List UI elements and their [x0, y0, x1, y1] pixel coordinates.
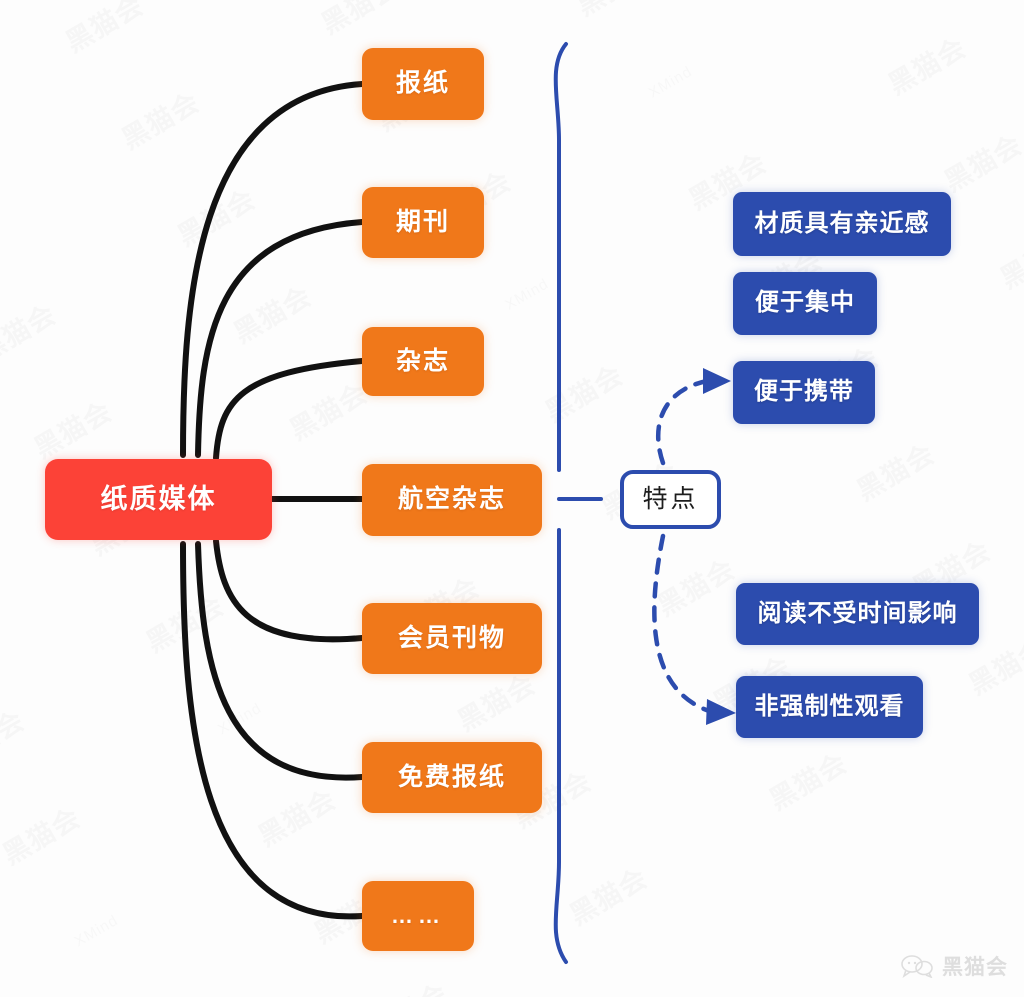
- feature-node-label: 非强制性观看: [754, 692, 905, 720]
- watermark-tile: XMind: [502, 275, 552, 314]
- media-node-label: 期刊: [395, 207, 450, 236]
- feature-node-label: 便于携带: [754, 378, 854, 406]
- watermark-tile: 黑猫会: [316, 0, 405, 40]
- feature-node-easy-carry[interactable]: 便于携带: [733, 361, 875, 424]
- media-node-label: 报纸: [395, 69, 450, 98]
- watermark-tile: 黑猫会: [253, 783, 342, 852]
- watermark-tile: 黑猫会: [60, 0, 149, 58]
- dashed-link-upper: [655, 378, 710, 466]
- watermark-tile: XMind: [215, 699, 265, 738]
- watermark-tile: 黑猫会: [0, 298, 62, 367]
- watermark-tile: 黑猫会: [939, 129, 1024, 198]
- watermark-tile: 黑猫会: [995, 226, 1024, 295]
- watermark-tile: 黑猫会: [0, 705, 30, 774]
- watermark-tile: 黑猫会: [116, 86, 205, 155]
- chat-bubbles-icon: [901, 955, 933, 978]
- media-node-newspaper[interactable]: 报纸: [362, 48, 484, 120]
- watermark-tile: 黑猫会: [228, 280, 317, 349]
- watermark-tile: 黑猫会: [652, 553, 741, 622]
- watermark-tile: 黑猫会: [883, 32, 972, 101]
- feature-node-label: 便于集中: [755, 289, 855, 317]
- watermark-tile: XMind: [71, 911, 122, 951]
- watermark-tile: 黑猫会: [106, 990, 198, 997]
- summary-node-characteristics[interactable]: 特点: [620, 470, 721, 529]
- watermark-tile: 黑猫会: [29, 395, 118, 464]
- media-node-inflight-magazine[interactable]: 航空杂志: [362, 464, 542, 536]
- media-node-free-newspaper[interactable]: 免费报纸: [362, 742, 542, 813]
- media-node-member-publication[interactable]: 会员刊物: [362, 603, 542, 674]
- corner-watermark: 黑猫会: [901, 951, 1008, 981]
- watermark-tile: 黑猫会: [569, 0, 661, 23]
- watermark-tile: 黑猫会: [141, 589, 230, 658]
- watermark-tile: 黑猫会: [0, 201, 6, 270]
- media-node-periodical[interactable]: 期刊: [362, 187, 484, 258]
- media-node-label: 杂志: [395, 346, 450, 375]
- watermark-tile: XMind: [645, 62, 696, 102]
- watermark-tile: 黑猫会: [284, 377, 373, 446]
- root-node-paper-media[interactable]: 纸质媒体: [45, 459, 272, 540]
- corner-watermark-label: 黑猫会: [942, 956, 1008, 979]
- watermark-tile: 黑猫会: [362, 972, 454, 997]
- watermark-tile: 黑猫会: [564, 862, 653, 931]
- feature-node-label: 材质具有亲近感: [754, 209, 930, 237]
- dashed-link-lower: [652, 533, 715, 715]
- media-node-ellipsis[interactable]: ……: [362, 881, 474, 951]
- watermark-tile: 黑猫会: [852, 438, 940, 507]
- feature-node-non-compulsory-viewing[interactable]: 非强制性观看: [736, 676, 923, 738]
- feature-node-label: 阅读不受时间影响: [757, 599, 958, 627]
- watermark-tile: 黑猫会: [0, 802, 86, 871]
- media-node-magazine[interactable]: 杂志: [362, 327, 484, 396]
- watermark-tile: 黑猫会: [172, 183, 261, 252]
- watermark-tile: 黑猫会: [540, 359, 629, 428]
- media-node-label: 免费报纸: [397, 762, 506, 791]
- media-node-label: 会员刊物: [397, 623, 506, 652]
- feature-node-material-intimacy[interactable]: 材质具有亲近感: [733, 192, 951, 256]
- group-brace: [553, 42, 603, 964]
- summary-node-label: 特点: [642, 484, 699, 513]
- watermark-tile: 黑猫会: [824, 0, 916, 5]
- arrowhead-upper: [703, 368, 731, 394]
- root-node-label: 纸质媒体: [100, 483, 217, 514]
- watermark-tile: 黑猫会: [764, 747, 853, 816]
- arrowhead-lower: [706, 699, 736, 725]
- media-node-label: 航空杂志: [397, 485, 506, 514]
- media-node-label: ……: [391, 902, 445, 928]
- feature-node-easy-focus[interactable]: 便于集中: [733, 272, 877, 335]
- feature-node-time-independent-reading[interactable]: 阅读不受时间影响: [736, 583, 979, 645]
